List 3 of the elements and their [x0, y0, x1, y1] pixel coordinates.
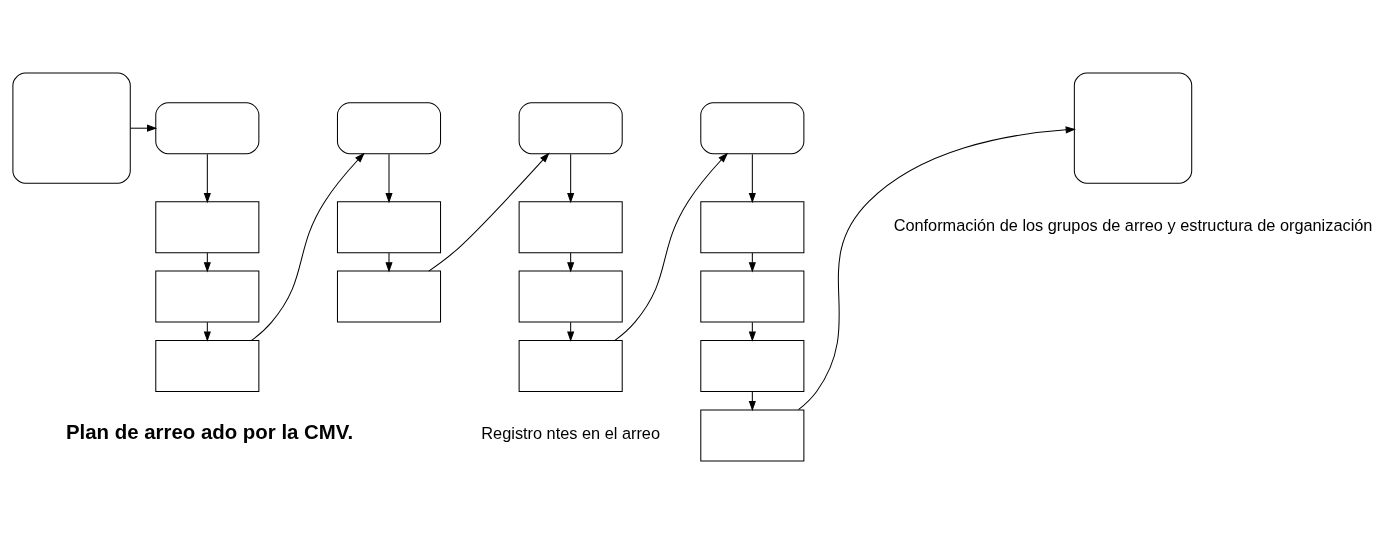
label: Conformación de los grupos de arreo y estructura de organización: [893, 215, 1373, 234]
label: Registro ntes en el arreo: [481, 423, 660, 442]
label: Plan de arreo ado por la CMV.: [65, 420, 354, 443]
